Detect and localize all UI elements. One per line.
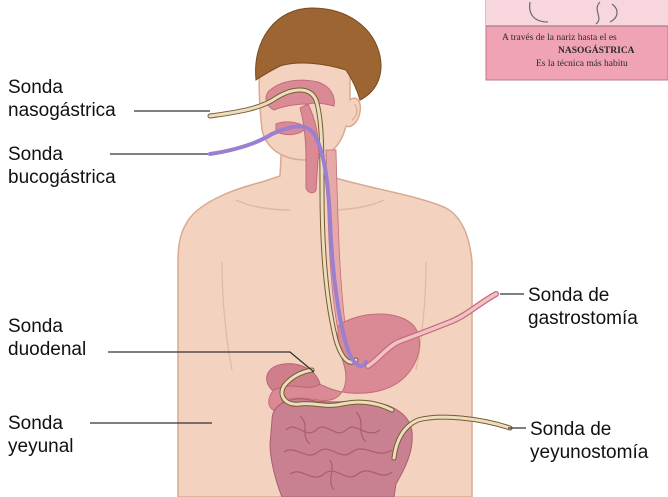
label-jejunostomy-tube: Sonda de yeyunostomía [530, 418, 648, 464]
label-bucogastric-tube: Sonda bucogástrica [8, 143, 116, 189]
small-intestine [270, 399, 412, 497]
label-nasogastric-tube: Sonda nasogástrica [8, 76, 116, 122]
inset-line-3: Es la técnica más habitu [536, 59, 628, 69]
label-jejunal-tube: Sonda yeyunal [8, 412, 74, 458]
label-gastrostomy-tube: Sonda de gastrostomía [528, 284, 638, 330]
nasogastric-inset: A través de la nariz hasta el es NASOGÁS… [486, 0, 668, 80]
inset-illustration [486, 0, 668, 26]
inset-line-2: NASOGÁSTRICA [558, 44, 635, 56]
inset-line-1: A través de la nariz hasta el es [502, 33, 617, 43]
label-duodenal-tube: Sonda duodenal [8, 315, 86, 361]
